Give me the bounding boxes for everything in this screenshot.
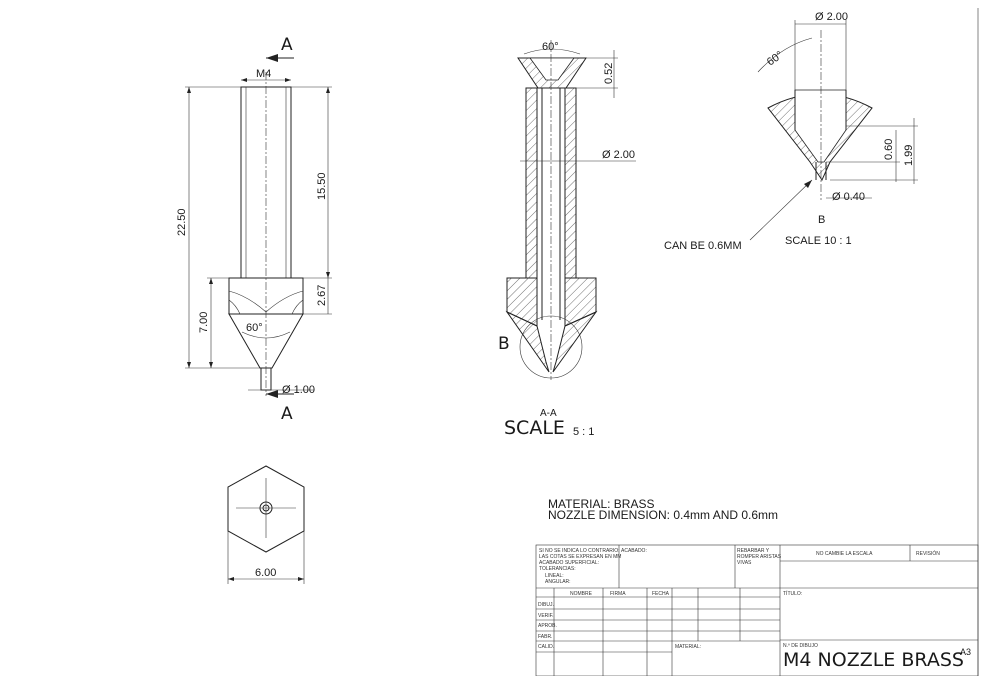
tb-note-3: ACABADO SUPERFICIAL: — [539, 560, 599, 566]
tip-diameter-dim: Ø 1.00 — [282, 384, 315, 396]
material-note: MATERIAL: BRASS — [548, 497, 654, 511]
tb-note-5: LINEAL: — [545, 573, 564, 579]
tb-col-fecha: FECHA — [652, 591, 670, 597]
tb-row-calid: CALID. — [538, 644, 554, 650]
detail-label: B — [818, 214, 825, 226]
cone-angle-dim: 60° — [246, 322, 263, 334]
tb-row-fabr: FABR. — [538, 634, 552, 640]
tb-material: MATERIAL: — [675, 644, 701, 650]
tb-rebarbar-3: VIVAS — [737, 560, 752, 566]
sheet-size: A3 — [960, 647, 971, 657]
thread-dim: M4 — [256, 68, 271, 80]
tb-n-dibujo: N.º DE DIBUJO — [783, 643, 818, 649]
detail-dim-060: 0.60 — [883, 139, 895, 160]
detail-note: CAN BE 0.6MM — [664, 240, 742, 252]
body-length-dim: 7.00 — [198, 312, 210, 333]
tb-acabado: ACABADO: — [621, 548, 647, 554]
section-label-a-top: A — [281, 35, 293, 55]
tb-note-6: ANGULAR: — [545, 579, 571, 585]
tb-row-aprob: APROB. — [538, 623, 557, 629]
tb-col-firma: FIRMA — [610, 591, 626, 597]
tb-note-4: TOLERANCIAS: — [539, 566, 576, 572]
total-length-dim: 22.50 — [176, 208, 188, 236]
detail-dim-199: 1.99 — [903, 145, 915, 166]
section-view-name: A-A — [540, 408, 557, 419]
hex-width-dim: 6.00 — [255, 567, 276, 579]
nozzle-note: NOZZLE DIMENSION: 0.4mm AND 0.6mm — [548, 508, 778, 522]
detail-circle-b — [519, 315, 583, 379]
section-bore-diameter: Ø 2.00 — [602, 149, 635, 161]
front-view — [185, 54, 332, 398]
hex-view — [227, 465, 305, 584]
tb-revision: REVISIÓN — [916, 550, 940, 557]
detail-angle: 60° — [765, 49, 786, 68]
thread-length-dim: 15.50 — [316, 172, 328, 200]
detail-label-b: B — [498, 334, 510, 354]
section-scale-value: 5 : 1 — [573, 426, 594, 438]
detail-diameter-top: Ø 2.00 — [815, 11, 848, 23]
section-top-angle: 60° — [542, 41, 559, 53]
hex-outline — [227, 465, 305, 553]
tb-rebarbar-1: REBARBAR Y — [737, 548, 770, 554]
detail-scale: SCALE 10 : 1 — [785, 235, 852, 247]
tb-note-2: LAS COTAS SE EXPRESAN EN MM — [539, 554, 621, 560]
detail-orifice: Ø 0.40 — [832, 191, 865, 203]
title-block — [535, 544, 979, 676]
section-top-depth: 0.52 — [603, 63, 615, 84]
hex-height-dim: 2.67 — [316, 285, 328, 306]
tb-row-dibuj: DIBUJ. — [538, 602, 554, 608]
tb-no-cambie: NO CAMBIE LA ESCALA — [816, 551, 873, 557]
detail-view — [749, 20, 918, 241]
section-label-a-bottom: A — [281, 404, 293, 424]
tb-row-verif: VERIF. — [538, 613, 554, 619]
section-view — [505, 40, 636, 380]
drawing-title: M4 NOZZLE BRASS — [783, 649, 964, 671]
tb-titulo: TÍTULO: — [783, 590, 802, 597]
section-scale-word: SCALE — [504, 417, 565, 439]
tb-rebarbar-2: ROMPER ARISTAS — [737, 554, 782, 560]
tb-col-nombre: NOMBRE — [570, 591, 593, 597]
tb-note-1: SI NO SE INDICA LO CONTRARIO: — [539, 548, 620, 554]
cone-tip — [228, 313, 304, 369]
